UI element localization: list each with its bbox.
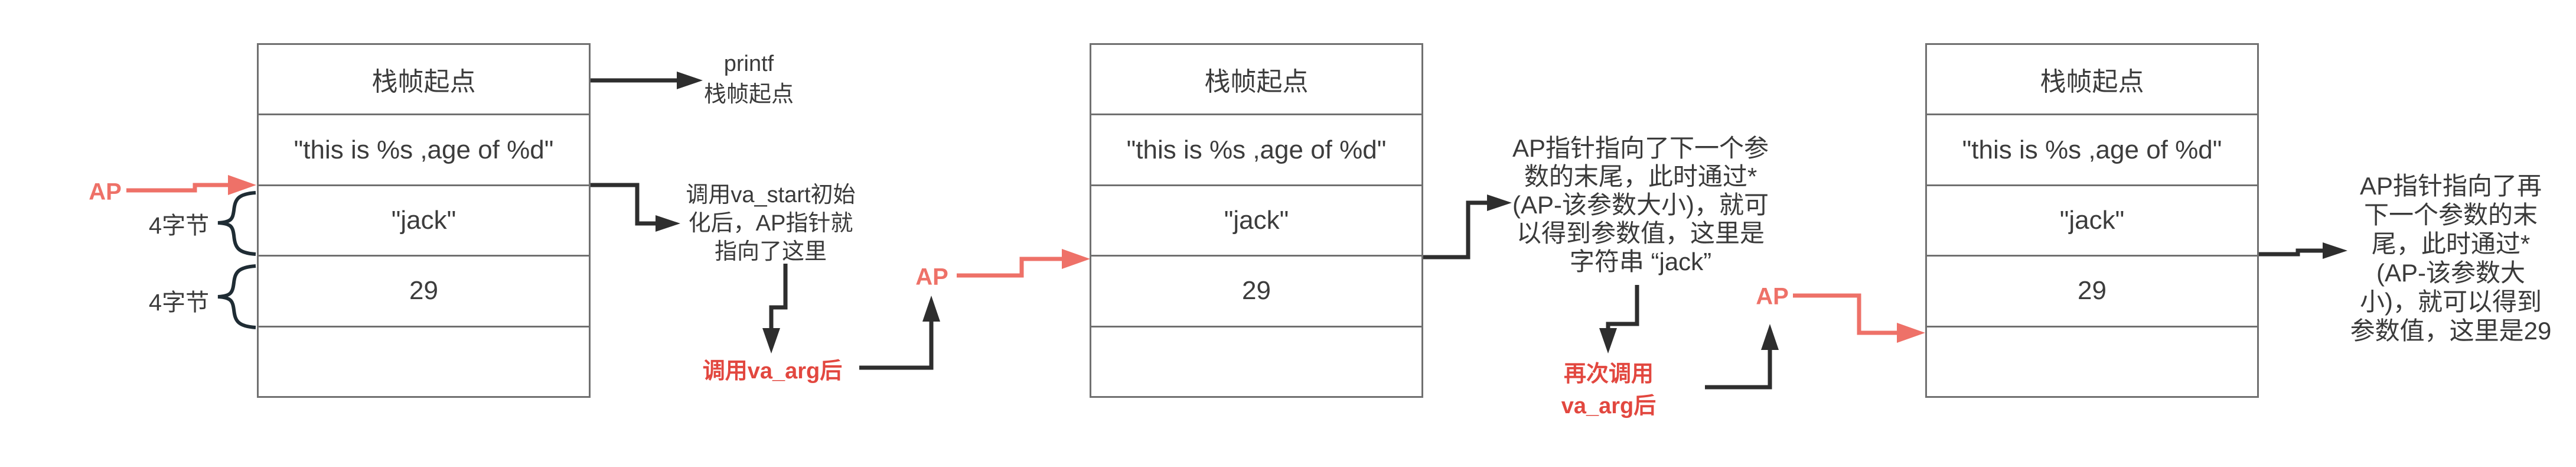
stack-frame-table-3: 栈帧起点 "this is %s ,age of %d" "jack" 29 [1925,43,2259,398]
jack-row-brace [217,191,256,256]
after-first-arg-connector-arrow [1419,194,1512,260]
annotation-line: 参数值，这里是29 [2350,317,2552,345]
annotation-line: 尾，此时通过* [2371,230,2531,258]
cell-format-string: "this is %s ,age of %d" [259,115,589,186]
cell-arg-jack: "jack" [259,186,589,257]
cell-format-string: "this is %s ,age of %d" [1927,115,2257,186]
cell-arg-age: 29 [1091,257,1421,327]
va-start-annotation: 调用va_start初始 化后，AP指针就 指向了这里 [686,181,855,266]
va-arg-first-note: 调用va_arg后 [703,355,843,387]
ap2-pointer-arrow [957,249,1090,278]
cell-empty [1927,327,2257,396]
cell-frame-start: 栈帧起点 [259,45,589,116]
printf-connector-arrow [588,72,703,89]
size-label-jack: 4字节 [148,213,210,239]
ap-pointer-label-1: AP [89,179,122,205]
cell-arg-jack: "jack" [1927,186,2257,257]
anno1-down-arrow [762,264,788,354]
annotation-line: 小)，就可以得到 [2360,288,2542,316]
va-start-connector-arrow [588,183,680,232]
cell-format-string: "this is %s ,age of %d" [1091,115,1421,186]
ap3-pointer-arrow [1793,293,1925,343]
annotation-line: 再次调用 [1563,362,1654,387]
cell-frame-start: 栈帧起点 [1927,45,2257,116]
annotation-line: 字符串 “jack” [1569,248,1712,275]
ap1-pointer-arrow [126,175,256,195]
annotation-line: AP指针指向了下一个参 [1512,134,1769,162]
annotation-line: 以得到参数值，这里是 [1516,219,1765,247]
after-second-arg-annotation: AP指针指向了再 下一个参数的末 尾，此时通过* (AP-该参数大 小)，就可以… [2350,171,2552,345]
annotation-line: va_arg后 [1561,394,1657,419]
annotation-line: (AP-该参数大 [2376,259,2525,287]
annotation-line: 数的末尾，此时通过* [1524,163,1757,190]
cell-empty [259,327,589,396]
annotation-line: 化后，AP指针就 [688,211,853,236]
stack-frame-table-1: 栈帧起点 "this is %s ,age of %d" "jack" 29 [257,43,591,398]
after-second-arg-connector-arrow [2258,242,2347,259]
va-arg-second-note: 再次调用 va_arg后 [1561,358,1657,422]
size-label-age: 4字节 [148,290,210,316]
printf-annotation: printf 栈帧起点 [704,48,794,110]
cell-frame-start: 栈帧起点 [1091,45,1421,116]
cell-arg-age: 29 [259,257,589,327]
ap-pointer-label-2: AP [915,264,948,290]
cell-arg-age: 29 [1927,257,2257,327]
ap-pointer-label-3: AP [1756,283,1789,310]
annotation-line: (AP-该参数大小)，就可 [1512,191,1769,219]
anno2-down-arrow [1599,285,1639,354]
annotation-line: 栈帧起点 [703,82,794,107]
cell-empty [1091,327,1421,396]
age-row-brace [217,264,256,329]
annotation-line: 下一个参数的末 [2363,201,2538,229]
note1-to-ap2-arrow [859,296,940,370]
annotation-line: 调用va_start初始 [686,183,856,207]
annotation-line: 调用va_arg后 [702,359,843,384]
after-first-arg-annotation: AP指针指向了下一个参 数的末尾，此时通过* (AP-该参数大小)，就可 以得到… [1512,134,1769,276]
annotation-line: AP指针指向了再 [2359,172,2542,200]
cell-arg-jack: "jack" [1091,186,1421,257]
annotation-line: printf [723,51,774,76]
note2-to-ap3-arrow [1705,324,1779,390]
annotation-line: 指向了这里 [714,239,827,264]
stack-frame-table-2: 栈帧起点 "this is %s ,age of %d" "jack" 29 [1090,43,1423,398]
